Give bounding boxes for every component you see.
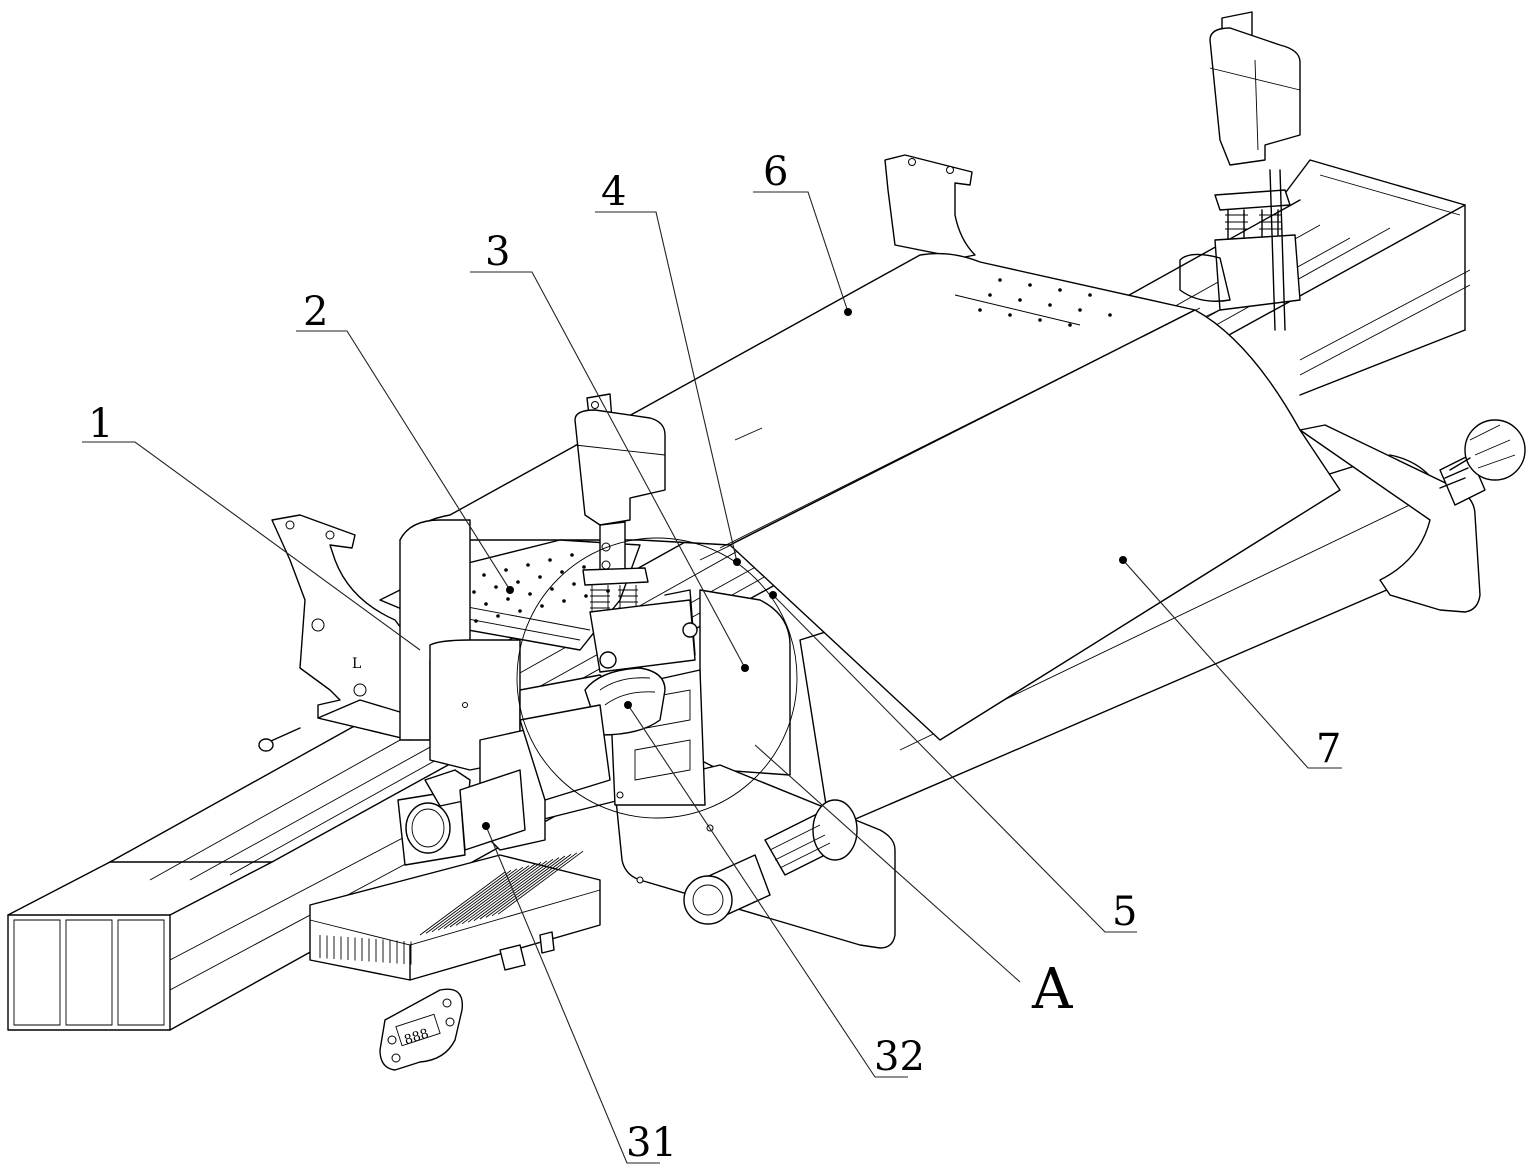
plate-hole <box>562 599 566 603</box>
heatsink-fin <box>431 868 518 933</box>
servo-motor <box>397 769 526 866</box>
heatsink-fin <box>461 860 548 925</box>
plate-hole <box>540 604 544 608</box>
plate-hole <box>506 597 510 601</box>
leader-lines <box>82 191 1342 1164</box>
plate-hole <box>518 609 522 613</box>
callout-3: 3 <box>485 229 510 275</box>
right-knob <box>1439 419 1526 489</box>
bracket-letter: L <box>352 656 361 672</box>
plate-hole <box>570 553 574 557</box>
callout-6: 6 <box>763 149 788 195</box>
callout-4: 4 <box>601 169 626 215</box>
plate-hole <box>584 594 588 598</box>
perforated-plate-top <box>978 278 1112 327</box>
heatsink-fin <box>473 857 560 921</box>
callout-5: 5 <box>1112 889 1137 935</box>
callout-2: 2 <box>303 289 328 335</box>
plate-hole <box>550 587 554 591</box>
callout-labels: 1 2 3 4 5 6 7 31 32 A <box>88 149 1341 1164</box>
heatsink-fin <box>479 855 566 920</box>
plate-hole <box>516 580 520 584</box>
callout-7: 7 <box>1316 726 1341 772</box>
plate-hole <box>582 565 586 569</box>
servo-driver: 888 <box>309 850 601 1071</box>
callout-a: A <box>1031 957 1073 1022</box>
plate-hole <box>526 563 530 567</box>
upper-right-actuator <box>1179 11 1301 331</box>
driver-display: 888 <box>402 1026 430 1048</box>
plate-hole <box>482 573 486 577</box>
plate-hole <box>538 575 542 579</box>
heatsink-fin <box>449 863 536 928</box>
heatsink-fin <box>467 858 554 923</box>
plate-hole <box>548 558 552 562</box>
plate-hole <box>494 585 498 589</box>
plate-hole <box>472 590 476 594</box>
front-knob <box>683 799 858 925</box>
heatsink-fins <box>319 850 584 965</box>
plate-hole <box>560 570 564 574</box>
heatsink-fin <box>425 870 512 934</box>
callout-31: 31 <box>626 1120 677 1164</box>
plate-hole <box>572 582 576 586</box>
plate-hole <box>504 568 508 572</box>
plate-hole <box>474 619 478 623</box>
callout-32: 32 <box>874 1034 925 1080</box>
heatsink-fin <box>455 862 542 926</box>
heatsink-fin <box>443 865 530 929</box>
right-rear-bracket <box>884 154 976 259</box>
heatsink-fin <box>491 852 578 917</box>
heatsink-fin <box>485 854 572 918</box>
heatsink-fin <box>419 871 506 936</box>
plate-hole <box>528 592 532 596</box>
heatsink-fin <box>437 866 524 931</box>
center-actuator <box>574 393 698 673</box>
plate-hole <box>484 602 488 606</box>
sheet-and-roller <box>729 309 1526 831</box>
plate-hole <box>496 614 500 618</box>
left-bracket: L <box>258 514 411 752</box>
heatsink-fin <box>497 850 584 915</box>
callout-1: 1 <box>88 401 113 447</box>
detail-circle-a <box>516 537 798 819</box>
